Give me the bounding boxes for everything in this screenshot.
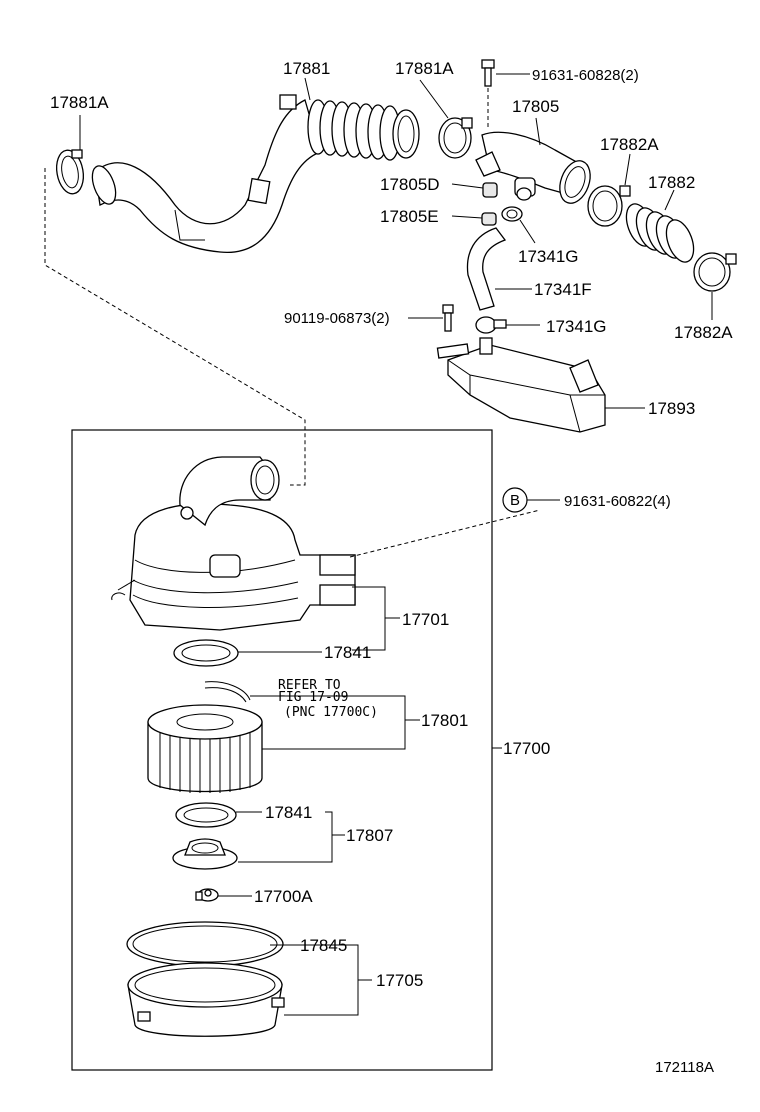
hose-17881 bbox=[91, 94, 420, 254]
label-17700a: 17700A bbox=[254, 887, 313, 906]
refer-note-line3: (PNC 17700C) bbox=[284, 705, 378, 720]
bolt-91631-60828 bbox=[481, 59, 495, 128]
label-17845: 17845 bbox=[300, 936, 347, 955]
label-17341f: 17341F bbox=[534, 280, 592, 299]
clamp-17881a-top bbox=[438, 117, 473, 159]
label-17881: 17881 bbox=[283, 59, 330, 78]
refer-note-line1: REFER TO bbox=[278, 678, 341, 693]
filter-element-17801 bbox=[147, 681, 263, 793]
label-17881a-left: 17881A bbox=[50, 93, 109, 112]
clip-17341g-lower bbox=[475, 316, 507, 334]
label-17841-lower: 17841 bbox=[265, 803, 312, 822]
label-17882a-bottom: 17882A bbox=[674, 323, 733, 342]
label-17807: 17807 bbox=[346, 826, 393, 845]
label-91631-60828: 91631-60828(2) bbox=[532, 67, 639, 84]
air-cleaner-cap-17701 bbox=[111, 456, 356, 631]
bolt-90119-06873 bbox=[442, 304, 454, 332]
label-17893: 17893 bbox=[648, 399, 695, 418]
clip-17341g-upper bbox=[501, 206, 523, 222]
clamp-17881a-left bbox=[55, 149, 85, 195]
gasket-17841-lower bbox=[175, 802, 237, 828]
resonator-17893 bbox=[436, 337, 606, 433]
case-17705 bbox=[127, 962, 285, 1037]
wing-nut-17700a bbox=[195, 888, 219, 902]
plate-17807 bbox=[172, 838, 238, 870]
hose-17882 bbox=[625, 203, 695, 263]
hose-17881-corrugations bbox=[307, 99, 420, 161]
label-17805d: 17805D bbox=[380, 175, 440, 194]
label-90119-06873: 90119-06873(2) bbox=[284, 310, 390, 327]
elbow-17805 bbox=[475, 131, 591, 204]
label-17805: 17805 bbox=[512, 97, 559, 116]
label-17805e: 17805E bbox=[380, 207, 439, 226]
label-91631-60822: 91631-60822(4) bbox=[564, 493, 671, 510]
label-17882: 17882 bbox=[648, 173, 695, 192]
clamp-17882a-bottom bbox=[693, 252, 737, 292]
gasket-17841-upper bbox=[173, 639, 239, 667]
label-17341g-lower: 17341G bbox=[546, 317, 607, 336]
gasket-17845 bbox=[126, 921, 284, 967]
label-17700: 17700 bbox=[503, 739, 550, 758]
label-17701: 17701 bbox=[402, 610, 449, 629]
figure-code: 172118A bbox=[655, 1059, 714, 1076]
hose-17341f bbox=[466, 227, 507, 311]
grommet-17805d bbox=[482, 182, 498, 198]
clamp-17882a-top bbox=[587, 185, 631, 227]
marker-b-letter: B bbox=[510, 492, 520, 509]
label-17705: 17705 bbox=[376, 971, 423, 990]
label-17801: 17801 bbox=[421, 711, 468, 730]
label-17841-upper: 17841 bbox=[324, 643, 371, 662]
label-17341g-upper: 17341G bbox=[518, 247, 579, 266]
label-17882a-top: 17882A bbox=[600, 135, 659, 154]
refer-note-line2: FIG 17-09 bbox=[278, 690, 348, 705]
assembly-17700-frame bbox=[71, 429, 493, 1071]
grommet-17805e bbox=[481, 212, 497, 226]
label-17881a-top: 17881A bbox=[395, 59, 454, 78]
